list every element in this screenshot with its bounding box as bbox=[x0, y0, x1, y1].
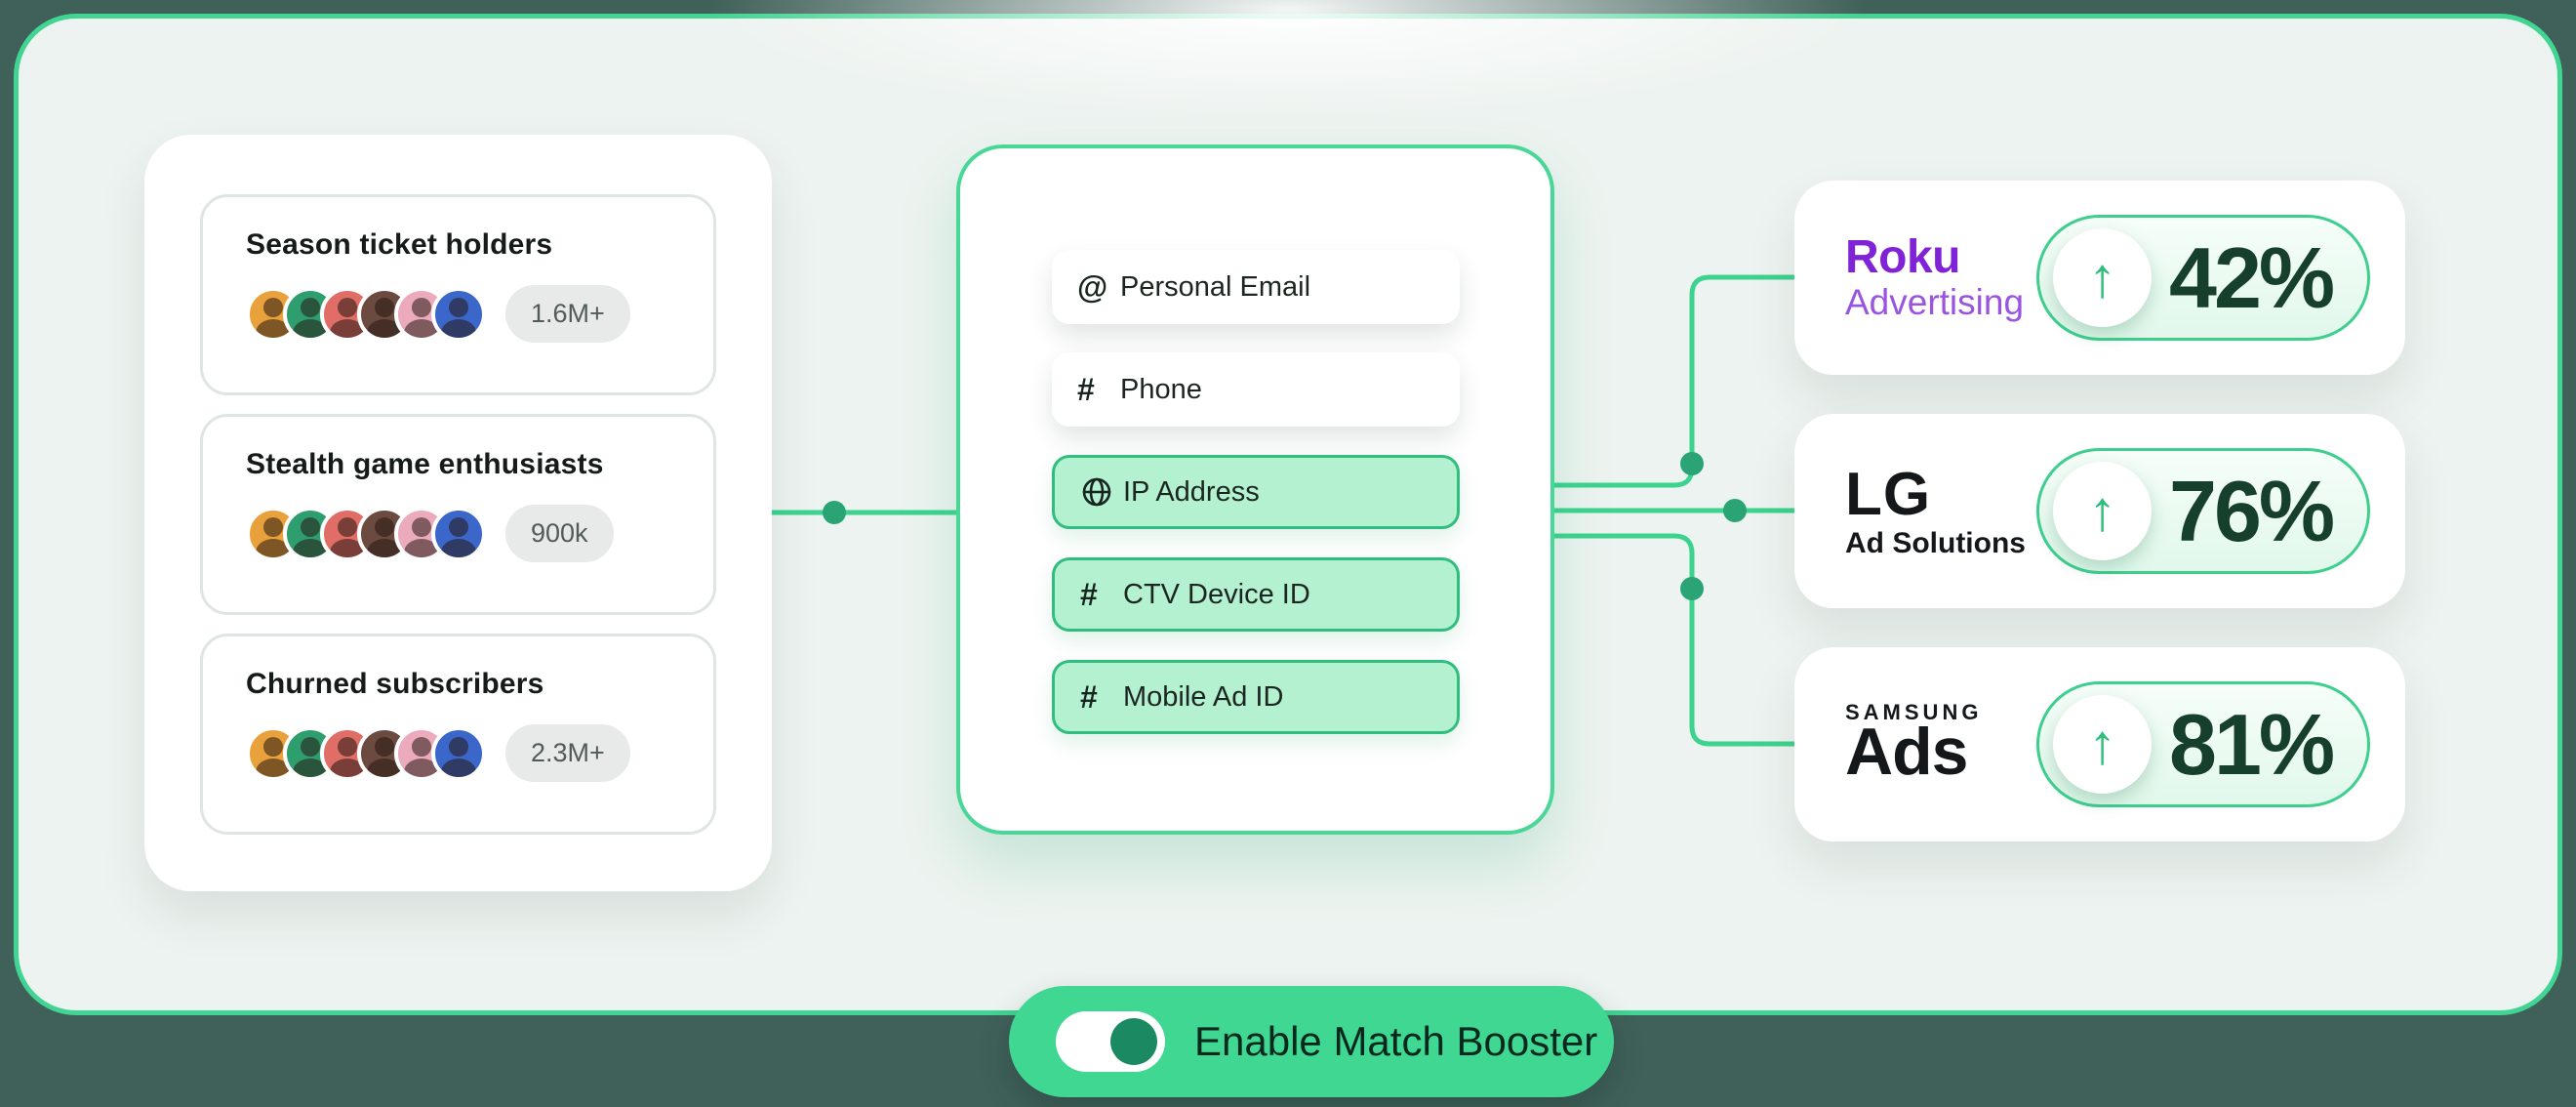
platform-card-lg: LG Ad Solutions ↑ 76% bbox=[1794, 414, 2405, 608]
match-rate-pill: ↑ 42% bbox=[2036, 215, 2370, 341]
identity-row-phone[interactable]: # Phone bbox=[1052, 352, 1460, 427]
hash-icon: # bbox=[1077, 371, 1095, 407]
lg-ad-solutions-logo: LG Ad Solutions bbox=[1845, 463, 2026, 559]
match-booster-toggle-bar: Enable Match Booster bbox=[1009, 986, 1614, 1097]
hash-icon: # bbox=[1080, 678, 1098, 715]
avatar bbox=[431, 286, 486, 342]
identity-label: Phone bbox=[1120, 373, 1202, 405]
arrow-up-icon: ↑ bbox=[2053, 462, 2152, 560]
segment-count-badge: 1.6M+ bbox=[505, 285, 630, 343]
brand-line2: Advertising bbox=[1845, 282, 2025, 323]
match-booster-toggle[interactable] bbox=[1056, 1011, 1165, 1072]
brand-line2: Ad Solutions bbox=[1845, 527, 2026, 560]
avatar-group bbox=[246, 286, 486, 342]
identity-label: Mobile Ad ID bbox=[1123, 680, 1284, 713]
segment-title: Season ticket holders bbox=[246, 228, 553, 261]
segment-title: Churned subscribers bbox=[246, 668, 544, 700]
segment-season-ticket-holders[interactable]: Season ticket holders 1.6M+ bbox=[200, 194, 716, 395]
match-rate-pill: ↑ 81% bbox=[2036, 681, 2370, 807]
identity-row-personal-email[interactable]: @ Personal Email bbox=[1052, 250, 1460, 324]
brand-line2: Ads bbox=[1845, 715, 1968, 790]
segment-title: Stealth game enthusiasts bbox=[246, 448, 604, 480]
arrow-up-icon: ↑ bbox=[2053, 695, 2152, 794]
avatar bbox=[431, 506, 486, 561]
globe-icon bbox=[1080, 475, 1123, 509]
avatar-group bbox=[246, 725, 486, 781]
avatar bbox=[431, 725, 486, 781]
brand-line1: LG bbox=[1845, 461, 1932, 529]
segment-count-badge: 900k bbox=[505, 505, 614, 562]
identity-label: IP Address bbox=[1123, 475, 1260, 508]
identity-row-ip-address[interactable]: IP Address bbox=[1052, 455, 1460, 529]
at-icon: @ bbox=[1077, 268, 1108, 305]
segment-count-badge: 2.3M+ bbox=[505, 724, 630, 782]
match-rate-value: 76% bbox=[2169, 462, 2335, 559]
toggle-label: Enable Match Booster bbox=[1194, 1018, 1598, 1064]
identity-row-ctv-device-id[interactable]: # CTV Device ID bbox=[1052, 557, 1460, 632]
brand-line1: Roku bbox=[1845, 230, 1961, 283]
hash-icon: # bbox=[1080, 576, 1098, 612]
match-rate-value: 42% bbox=[2169, 228, 2335, 326]
audience-segments-card: Season ticket holders 1.6M+ Stealth game… bbox=[144, 135, 772, 891]
platform-card-roku: Roku Advertising ↑ 42% bbox=[1794, 181, 2405, 375]
identity-fields-card: @ Personal Email # Phone IP Address # bbox=[956, 144, 1554, 835]
samsung-ads-logo: SAMSUNG Ads bbox=[1845, 701, 1982, 787]
identity-label: CTV Device ID bbox=[1123, 578, 1310, 610]
platform-card-samsung: SAMSUNG Ads ↑ 81% bbox=[1794, 647, 2405, 841]
match-rate-value: 81% bbox=[2169, 695, 2335, 793]
toggle-knob bbox=[1110, 1018, 1157, 1065]
match-rate-pill: ↑ 76% bbox=[2036, 448, 2370, 574]
arrow-up-icon: ↑ bbox=[2053, 228, 2152, 327]
segment-stealth-game-enthusiasts[interactable]: Stealth game enthusiasts 900k bbox=[200, 414, 716, 615]
identity-label: Personal Email bbox=[1120, 270, 1311, 303]
avatar-group bbox=[246, 506, 486, 561]
identity-row-mobile-ad-id[interactable]: # Mobile Ad ID bbox=[1052, 660, 1460, 734]
segment-churned-subscribers[interactable]: Churned subscribers 2.3M+ bbox=[200, 634, 716, 835]
roku-logo: Roku Advertising bbox=[1845, 230, 2025, 323]
brand-line1: SAMSUNG bbox=[1845, 700, 1983, 725]
